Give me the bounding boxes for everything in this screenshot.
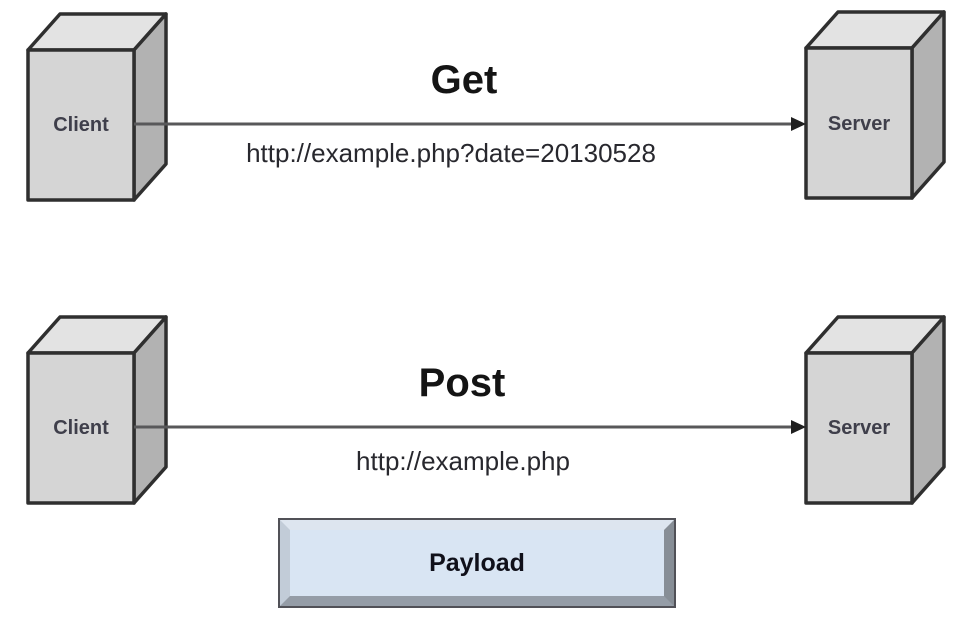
server-node-post-cube xyxy=(804,315,946,505)
get-title: Get xyxy=(430,58,498,102)
get-request-arrow xyxy=(134,117,806,131)
cube-front-face xyxy=(804,46,914,200)
post-url: http://example.php xyxy=(356,446,570,476)
server-post-label: Server xyxy=(827,417,891,439)
client-node-post-cube xyxy=(26,315,168,505)
cube-front-face xyxy=(804,351,914,505)
post-request-arrow xyxy=(134,420,806,434)
client-get-label: Client xyxy=(53,114,109,136)
client-node-get-cube xyxy=(26,12,168,202)
client-post-label: Client xyxy=(53,417,109,439)
post-title: Post xyxy=(418,361,506,405)
payload-box: Payload xyxy=(278,518,676,608)
payload-label: Payload xyxy=(429,548,525,577)
get-url: http://example.php?date=20130528 xyxy=(246,138,656,168)
cube-front-face xyxy=(26,351,136,505)
cube-front-face xyxy=(26,48,136,202)
arrowhead-icon xyxy=(791,420,806,434)
arrowhead-icon xyxy=(791,117,806,131)
server-node-get-cube xyxy=(804,10,946,200)
server-get-label: Server xyxy=(827,113,891,135)
